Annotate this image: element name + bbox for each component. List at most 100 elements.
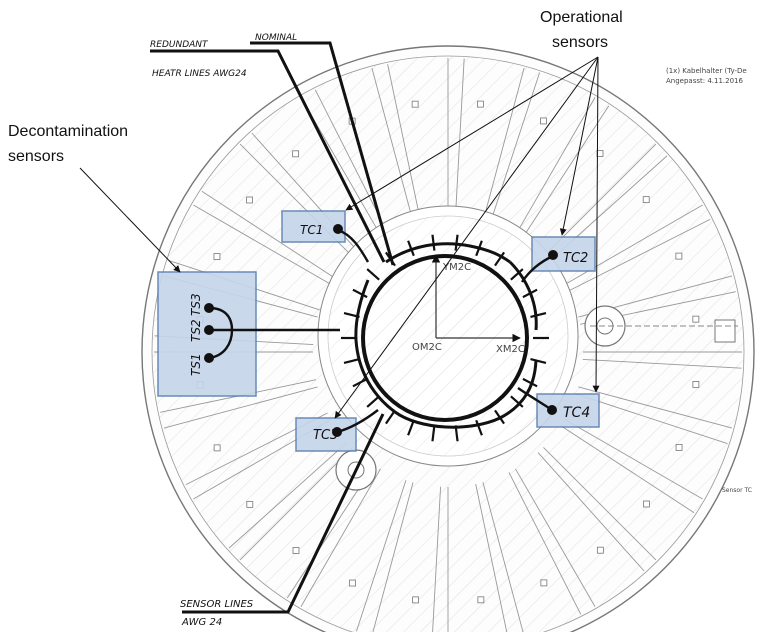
spoke-line xyxy=(300,468,381,607)
arrow-to-decontamination xyxy=(79,167,181,273)
harness-tick xyxy=(510,395,524,408)
handwritten-labels: REDUNDANT NOMINAL HEATR LINES AWG24 SENS… xyxy=(150,33,297,628)
ts-branch xyxy=(208,306,234,360)
harness-tick xyxy=(366,268,380,281)
spoke-line xyxy=(432,486,442,632)
operational-label-line2: sensors xyxy=(552,34,608,51)
disk-drawing: YM2C XM2C OM2C xyxy=(141,45,755,632)
spoke-line xyxy=(482,67,525,222)
harness-tick xyxy=(454,234,459,251)
sensor-dots xyxy=(204,224,558,437)
highlight-boxes xyxy=(157,210,600,452)
bolt-marker xyxy=(692,381,700,388)
spoke-line xyxy=(239,447,353,561)
bolt-marker xyxy=(540,117,547,125)
sensor-note: Sensor TC xyxy=(722,487,752,494)
arrow-to-tc4 xyxy=(592,56,600,393)
spoke-line xyxy=(564,419,703,500)
tc1-dot xyxy=(333,224,343,234)
spoke-line xyxy=(582,358,742,369)
harness-tick xyxy=(475,240,483,257)
arrow-to-tc1 xyxy=(345,56,599,211)
arrow-to-tc3 xyxy=(334,56,599,419)
drawing-notes: (1x) Kabelhalter (Ty-De Angepasst: 4.11.… xyxy=(666,67,752,494)
spoke-line xyxy=(387,64,421,220)
ts3-dot xyxy=(204,303,214,313)
harness-tick xyxy=(407,419,415,436)
spoke-line xyxy=(228,441,348,549)
bolt-marker xyxy=(349,579,356,587)
sensor-lines-label: SENSOR LINES xyxy=(180,599,254,610)
spoke-line xyxy=(163,386,318,429)
harness-tick xyxy=(431,425,436,442)
tc2-box xyxy=(531,236,596,272)
sensor-lines xyxy=(182,413,385,614)
harness-tick xyxy=(530,312,547,319)
connector-right xyxy=(714,319,736,343)
tc3-label: TC3 xyxy=(313,428,338,443)
redundant-label: REDUNDANT xyxy=(150,40,209,50)
tc1-label: TC1 xyxy=(300,223,323,237)
harness-tick xyxy=(352,288,368,299)
ts2-dot xyxy=(204,325,214,335)
harness-tick xyxy=(530,357,547,364)
ts3-label: TS3 xyxy=(189,293,203,316)
harness-tick xyxy=(385,409,396,425)
spoke-line xyxy=(578,386,733,429)
harness-tick xyxy=(494,251,505,267)
harness-tick xyxy=(431,234,436,251)
bolt-marker xyxy=(213,444,221,452)
spoke-line xyxy=(515,468,596,607)
spoke-line xyxy=(543,447,657,561)
harness-top-arc xyxy=(385,242,511,264)
spoke-line xyxy=(372,482,414,632)
decontamination-label-line1: Decontamination xyxy=(8,123,128,140)
harness-tick xyxy=(343,357,360,364)
harness-tick xyxy=(343,312,360,319)
sensor-line xyxy=(182,413,385,614)
spoke-line xyxy=(568,218,711,292)
spoke-line xyxy=(508,472,582,615)
harness-tick xyxy=(494,409,505,425)
harness-tick xyxy=(522,288,538,299)
bolt-marker xyxy=(213,253,221,260)
bolt-marker xyxy=(692,315,700,323)
corner-note-1: (1x) Kabelhalter (Ty-De xyxy=(666,67,747,75)
spoke-line xyxy=(475,484,508,632)
callout-text: Operational sensors Decontamination sens… xyxy=(8,9,623,165)
ts1-dot xyxy=(204,353,214,363)
tc3-dot xyxy=(332,427,342,437)
bolt-marker xyxy=(477,596,485,604)
harness-tick xyxy=(522,377,538,388)
spoke-line xyxy=(371,67,414,222)
tc4-dot xyxy=(547,405,557,415)
harness-tick xyxy=(366,395,380,408)
ts2-label: TS2 xyxy=(189,319,203,342)
tc4-label: TC4 xyxy=(563,405,590,421)
bolt-marker xyxy=(643,500,650,508)
bolt-marker xyxy=(675,252,683,260)
callout-arrows xyxy=(79,56,600,419)
ts1-label: TS1 xyxy=(189,353,203,376)
spoke-line xyxy=(314,89,388,232)
heater-lines xyxy=(150,41,395,266)
y-axis-label: YM2C xyxy=(442,262,471,273)
bolt-marker xyxy=(675,444,683,451)
bolt-marker xyxy=(596,546,604,554)
bolt-marker xyxy=(477,100,484,108)
spoke-line xyxy=(482,482,524,632)
nominal-label: NOMINAL xyxy=(255,33,297,43)
spoke-line xyxy=(521,105,610,240)
harness-tick xyxy=(510,268,524,281)
decontamination-label-line2: sensors xyxy=(8,148,64,165)
operational-label-line1: Operational xyxy=(540,9,623,26)
spoke-line xyxy=(454,58,465,218)
harness-tick xyxy=(407,240,415,257)
sensor-labels: TC1 TC2 TC3 TC4 TS3 TS2 TS1 xyxy=(189,223,590,443)
spoke-line xyxy=(193,204,332,285)
bolt-marker xyxy=(292,547,300,554)
spoke-line xyxy=(576,393,728,445)
bolt-marker xyxy=(412,596,419,604)
heater-lines-label: HEATR LINES AWG24 xyxy=(152,69,247,79)
